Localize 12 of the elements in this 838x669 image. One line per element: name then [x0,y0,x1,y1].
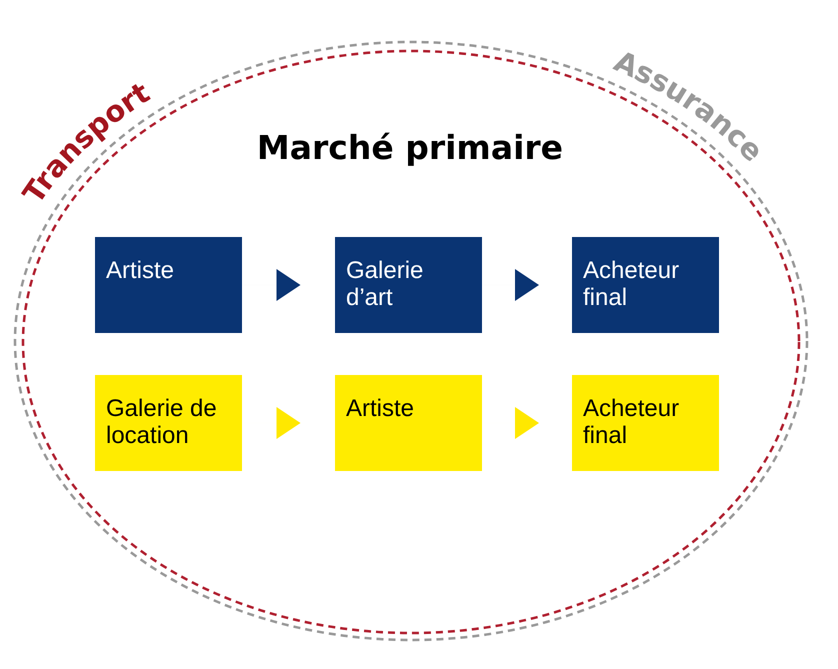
process-box [335,237,482,333]
box-label: Acheteur final [583,395,680,449]
process-box [572,375,719,471]
box-label: Galerie d’art [346,257,424,311]
box-label: Artiste [346,395,416,422]
process-box [95,375,242,471]
process-box [95,237,242,333]
box-label: Artiste [106,257,176,284]
box-label: Acheteur final [583,257,680,311]
process-box [335,375,482,471]
box-label: Galerie de location [106,395,218,449]
process-box [572,237,719,333]
